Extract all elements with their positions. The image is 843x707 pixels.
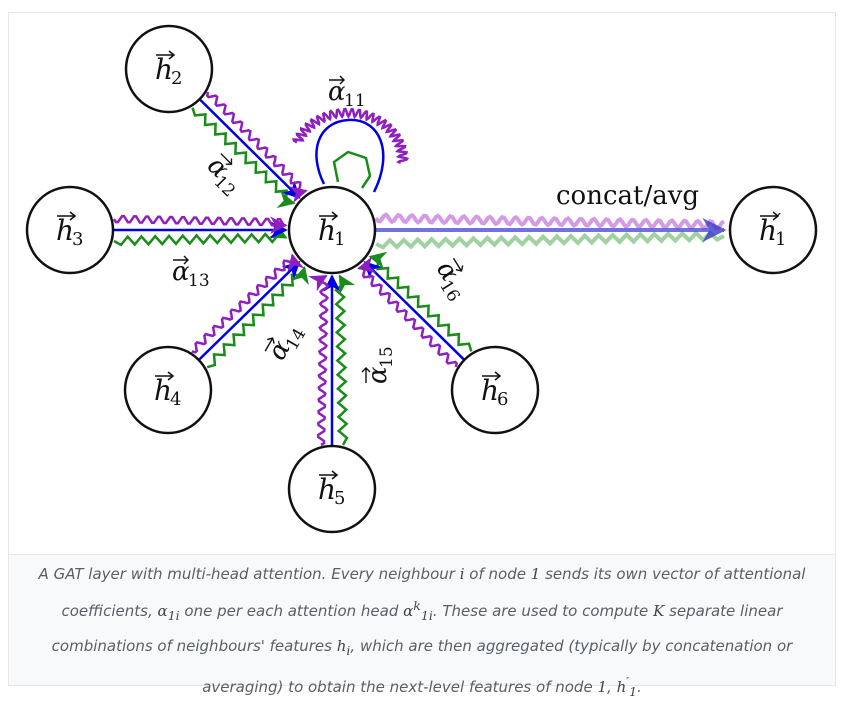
node-h3	[25, 185, 115, 275]
svg-text:α: α	[328, 77, 346, 107]
svg-text:6: 6	[497, 389, 508, 410]
caption-text-1: A GAT layer with multi-head attention. E…	[38, 565, 455, 583]
caption-math-i: i	[459, 565, 465, 583]
caption-text-2: of node	[469, 565, 526, 583]
caption-math-alpha-k: αk1i	[403, 598, 433, 623]
edge-h4-green	[206, 265, 309, 369]
edge-label-a12: α 12	[201, 151, 239, 202]
svg-text:11: 11	[344, 91, 366, 111]
svg-text:h: h	[759, 214, 777, 247]
edge-h2-green	[191, 107, 296, 209]
gat-diagram: h 2 h 3 h 4 h 5 h 6 h 1 h	[8, 12, 836, 554]
node-h1	[287, 185, 377, 275]
figure-caption: A GAT layer with multi-head attention. E…	[9, 554, 835, 699]
svg-text:h: h	[318, 473, 336, 506]
edge-h5-green	[334, 274, 356, 446]
node-h2	[124, 24, 214, 114]
output-edge-purple	[374, 212, 726, 231]
svg-text:1: 1	[334, 229, 345, 250]
svg-text:3: 3	[72, 229, 83, 250]
svg-text:5: 5	[334, 488, 345, 509]
edge-h6-to-h1	[357, 251, 473, 368]
node-label-h3: h 3	[56, 211, 83, 250]
edge-h4-purple	[191, 253, 305, 354]
node-label-h5: h 5	[318, 470, 345, 509]
caption-text-7: , which are then aggregated (typically b…	[202, 637, 793, 696]
node-h5	[287, 444, 377, 534]
node-h1-prime	[728, 185, 818, 275]
svg-text:13: 13	[188, 271, 210, 291]
edge-h5-purple	[308, 274, 330, 447]
edge-h4-to-h1	[191, 253, 309, 369]
caption-text-4: one per each attention head	[184, 602, 399, 620]
edge-h2-blue	[199, 99, 301, 199]
caption-math-h1-prime: h′1	[616, 674, 638, 699]
edge-h2-to-h1	[191, 91, 308, 209]
self-loop-blue	[315, 118, 385, 193]
svg-text:h: h	[56, 214, 74, 247]
gat-diagram-svg: h 2 h 3 h 4 h 5 h 6 h 1 h	[25, 24, 818, 534]
svg-text:1: 1	[775, 229, 786, 250]
svg-text:15: 15	[377, 346, 397, 368]
nodes	[25, 24, 818, 534]
edge-h6-blue	[363, 260, 465, 361]
svg-text:h: h	[318, 214, 336, 247]
node-h6	[450, 345, 540, 435]
caption-end: .	[637, 678, 642, 696]
svg-text:h: h	[155, 53, 173, 86]
node-label-h1: h 1	[318, 211, 345, 250]
output-edge-green	[375, 229, 725, 250]
svg-text:h: h	[154, 374, 172, 407]
node-label-h1-prime: h ′ 1	[759, 210, 786, 250]
svg-text:h: h	[481, 374, 499, 407]
caption-math-one-2: 1	[597, 678, 608, 696]
caption-math-one: 1	[530, 565, 541, 583]
edge-label-a16: α 16	[430, 256, 465, 306]
node-labels: h 2 h 3 h 4 h 5 h 6 h 1 h	[56, 50, 786, 509]
self-loop-h1	[292, 107, 410, 193]
caption-text-3: sends its own vector of attentional coef…	[61, 565, 806, 620]
node-label-h4: h 4	[154, 371, 181, 410]
caption-math-alpha: α1i	[157, 602, 180, 623]
caption-text-5: . These are used to compute	[432, 602, 649, 620]
output-edge	[374, 212, 727, 250]
caption-text-6: separate linear combinations of neighbou…	[51, 602, 783, 655]
svg-text:4: 4	[170, 389, 181, 410]
self-loop-purple	[292, 107, 410, 165]
output-label: concat/avg	[556, 181, 699, 211]
edge-label-a13: α 13	[172, 255, 210, 291]
edge-h3-purple	[112, 214, 288, 235]
edge-h6-purple	[357, 256, 459, 368]
edge-label-a14: α 14	[262, 325, 310, 366]
svg-text:α: α	[172, 257, 190, 287]
edge-label-a15: α 15	[361, 346, 397, 384]
edge-h6-green	[368, 251, 473, 352]
node-label-h6: h 6	[481, 371, 508, 410]
svg-text:′: ′	[777, 210, 781, 231]
svg-text:2: 2	[171, 68, 182, 89]
edge-labels: α 11 α 12 α 13 α 14 α 15 α 16 con	[172, 75, 699, 384]
self-loop-green	[332, 150, 372, 189]
edge-h3-to-h1	[112, 214, 288, 247]
edge-h3-green	[113, 222, 288, 247]
caption-math-hi: hi	[336, 637, 351, 658]
node-label-h2: h 2	[155, 50, 182, 89]
edge-h5-to-h1	[308, 274, 356, 447]
node-h4	[123, 345, 213, 435]
svg-text:α: α	[363, 366, 393, 384]
edge-h2-purple	[205, 91, 308, 204]
attention-edges	[112, 91, 473, 447]
edge-label-a11: α 11	[328, 75, 366, 111]
edge-h4-blue	[198, 260, 301, 361]
caption-math-K: K	[653, 602, 665, 620]
